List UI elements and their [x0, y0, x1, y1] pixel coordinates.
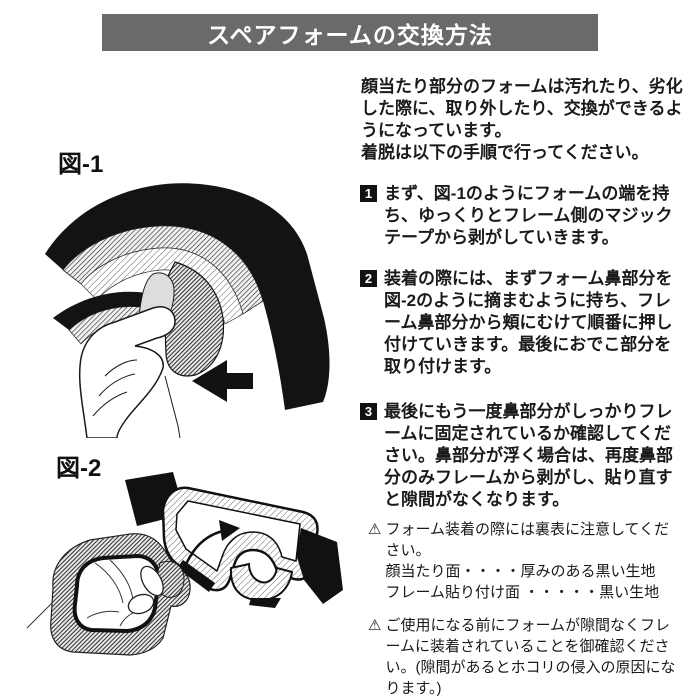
page-title: スペアフォームの交換方法: [207, 21, 493, 48]
finger-tip: [127, 593, 155, 615]
warning-note-2: ⚠ ご使用になる前にフォームが隙間なくフレームに装着されていることを御確認くださ…: [368, 615, 688, 699]
intro-text: 顔当たり部分のフォームは汚れたり、劣化した際に、取り外したり、交換ができるように…: [361, 76, 689, 164]
warning-triangle-icon: ⚠: [368, 617, 382, 634]
warning-1-detail-2: フレーム貼り付け面 ・・・・・黒い生地: [385, 584, 660, 601]
warning-note-1: ⚠ フォーム装着の際には裏表に注意してください。 顔当たり面・・・・厚みのある黒…: [368, 519, 688, 603]
curved-arrow-icon: [181, 529, 224, 573]
foam-channel-band: [80, 247, 244, 325]
intro-line-2: 着脱は以下の手順で行ってください。: [361, 143, 649, 162]
nose-shadow: [249, 598, 281, 608]
figure-2-illustration: [26, 472, 343, 656]
hand-finger-lines: [92, 359, 181, 438]
warning-triangle-icon: ⚠: [368, 521, 382, 538]
warning-2-text: ご使用になる前にフォームが隙間なくフレームに装着されていることを御確認ください。…: [385, 617, 676, 697]
figure-2-label: 図-2: [56, 455, 102, 482]
step-2: 2 装着の際には、まずフォーム鼻部分を図-2のように摘まむように持ち、フレーム鼻…: [360, 268, 690, 378]
step-1-text: まず、図-1のようにフォームの端を持ち、ゆっくりとフレーム側のマジックテープから…: [384, 184, 673, 247]
nose-flap: [229, 562, 294, 602]
figure-1-illustration: [45, 183, 330, 438]
step-2-text: 装着の際には、まずフォーム鼻部分を図-2のように摘まむように持ち、フレーム鼻部分…: [384, 269, 673, 376]
figure-1-label: 図-1: [58, 151, 104, 178]
warning-1-text: フォーム装着の際には裏表に注意してください。: [385, 521, 670, 559]
warning-2-body: ご使用になる前にフォームが隙間なくフレームに装着されていることを御確認ください。…: [385, 615, 677, 699]
title-bar: スペアフォームの交換方法: [102, 14, 598, 51]
step-3: 3 最後にもう一度鼻部分がしっかりフレームに固定されているか確認してください。鼻…: [360, 401, 690, 511]
arrow-left-icon: [192, 360, 253, 402]
warning-1-body: フォーム装着の際には裏表に注意してください。 顔当たり面・・・・厚みのある黒い生…: [385, 519, 677, 603]
curved-arrow-head: [219, 520, 240, 541]
step-3-number-badge: 3: [360, 403, 377, 420]
step-3-text: 最後にもう一度鼻部分がしっかりフレームに固定されているか確認してください。鼻部分…: [384, 402, 673, 509]
thumb-tip: [140, 565, 164, 597]
lens-opening: [175, 500, 301, 573]
step-1-number-badge: 1: [360, 185, 377, 202]
frame-shadow: [177, 560, 215, 592]
step-1: 1 まず、図-1のようにフォームの端を持ち、ゆっくりとフレーム側のマジックテープ…: [360, 183, 690, 249]
step-2-number-badge: 2: [360, 270, 377, 287]
strap-right: [296, 528, 343, 604]
goggle-strap-band: [45, 183, 330, 410]
warning-1-detail-1: 顔当たり面・・・・厚みのある黒い生地: [385, 563, 656, 580]
intro-line-1: 顔当たり部分のフォームは汚れたり、劣化した際に、取り外したり、交換ができるように…: [361, 77, 683, 140]
